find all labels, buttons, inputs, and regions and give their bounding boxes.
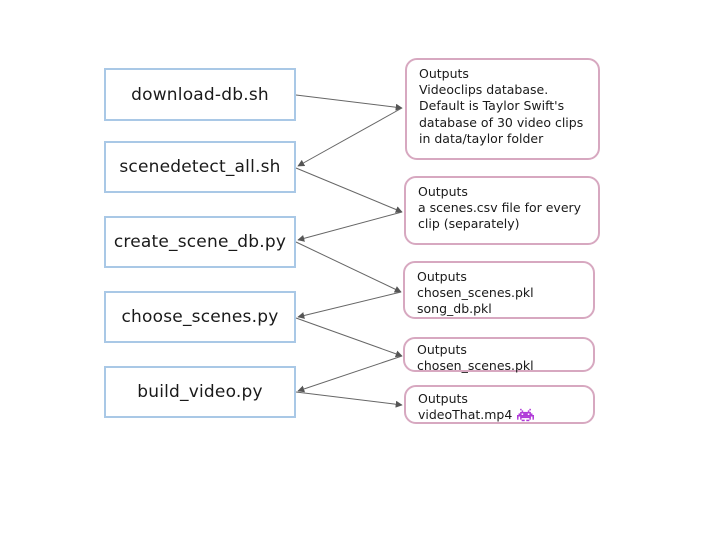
- arrow-createscene-to-output3: [295, 241, 402, 293]
- output-line: chosen_scenes.pkl: [417, 358, 534, 374]
- arrow-choosescenes-to-output4: [295, 317, 403, 358]
- output-box-chosen-scenes-songdb: Outputs chosen_scenes.pkl song_db.pkl: [403, 261, 595, 319]
- arrow-output4-to-buildvideo: [297, 355, 403, 393]
- output-line: Outputs: [418, 184, 468, 199]
- output-line: in data/taylor folder: [419, 130, 544, 146]
- script-build-video: build_video.py: [104, 366, 296, 418]
- output-line: database of 30 video clips: [419, 114, 584, 130]
- output-line: chosen_scenes.pkl: [417, 285, 534, 301]
- script-choose-scenes: choose_scenes.py: [104, 291, 296, 343]
- output-line: Default is Taylor Swift's: [419, 98, 565, 114]
- output-line: Outputs: [417, 269, 467, 284]
- script-label: build_video.py: [137, 382, 263, 402]
- output-box-database: Outputs Videoclips database. Default is …: [405, 58, 600, 160]
- output-line: Outputs: [417, 342, 467, 357]
- script-label: download-db.sh: [131, 84, 269, 105]
- output-line: song_db.pkl: [417, 301, 492, 317]
- output-line: Outputs: [419, 66, 469, 81]
- output-line: clip (separately): [418, 216, 520, 232]
- arrow-output1-to-scenedetect: [297, 107, 403, 167]
- arrow-buildvideo-to-output5: [295, 391, 403, 408]
- arrow-download-to-output1: [295, 94, 403, 111]
- output-box-chosen-scenes: Outputs chosen_scenes.pkl: [403, 337, 595, 374]
- output-line: Videoclips database.: [419, 82, 549, 98]
- output-box-video: Outputs videoThat.mp4: [404, 385, 595, 424]
- arrow-output2-to-createscene: [297, 211, 403, 242]
- output-line: a scenes.csv file for every: [418, 200, 582, 216]
- output-line: Outputs: [418, 391, 468, 406]
- arrow-scenedetect-to-output2: [295, 167, 403, 213]
- script-label: scenedetect_all.sh: [119, 157, 281, 177]
- arrow-output3-to-choosescenes: [297, 291, 402, 319]
- space-invader-icon: [517, 408, 535, 426]
- script-download-db: download-db.sh: [104, 68, 296, 121]
- output-line: videoThat.mp4: [418, 407, 513, 423]
- output-line-video: videoThat.mp4: [418, 407, 593, 426]
- script-label: choose_scenes.py: [121, 307, 279, 327]
- script-scenedetect-all: scenedetect_all.sh: [104, 141, 296, 193]
- script-create-scene-db: create_scene_db.py: [104, 216, 296, 268]
- output-box-scenes-csv: Outputs a scenes.csv file for every clip…: [404, 176, 600, 245]
- script-label: create_scene_db.py: [113, 232, 287, 252]
